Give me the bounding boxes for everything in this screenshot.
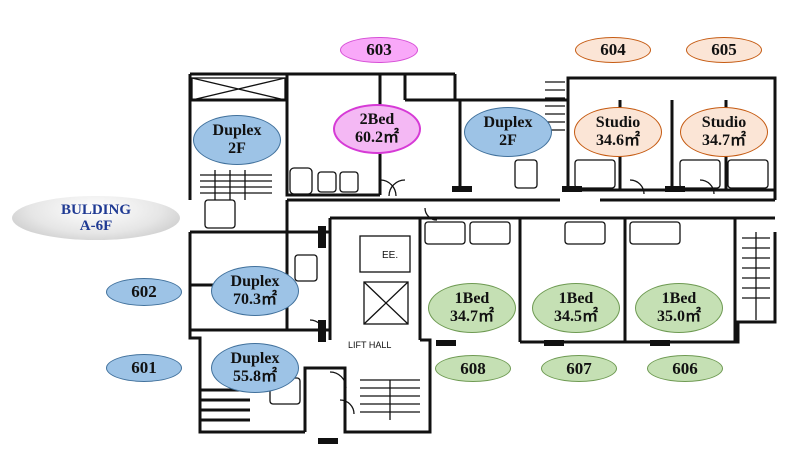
unit-number-605: 605 (686, 37, 762, 63)
unit-number-603: 603 (340, 37, 418, 63)
building-label-line1: BULDING (60, 201, 131, 218)
unit-number-601: 601 (106, 354, 182, 382)
ee-label: EE. (382, 250, 399, 261)
unit-number-608: 608 (435, 355, 511, 382)
unit-number-607: 607 (541, 355, 617, 382)
building-label-line2: A-6F (79, 218, 113, 234)
unit-number-606: 606 (647, 355, 723, 382)
lift-hall-label: LIFT HALL (348, 340, 392, 350)
unit-number-604: 604 (575, 37, 651, 63)
building-label: BULDING A-6F (12, 196, 180, 240)
unit-number-602: 602 (106, 278, 182, 306)
